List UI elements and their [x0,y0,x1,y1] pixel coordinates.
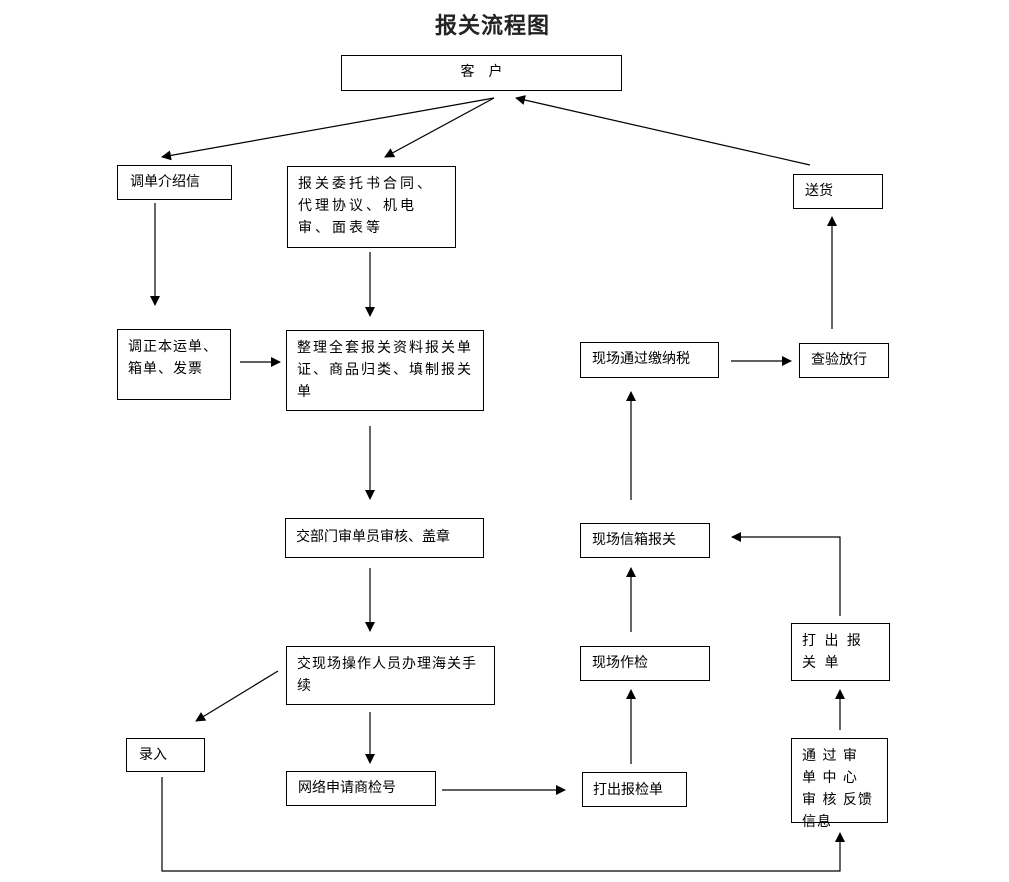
node-field-box-declare-label: 现场信箱报关 [592,532,676,548]
node-entrust-docs-label: 报关委托书合同、代理协议、机电审、面表等 [298,176,434,236]
arrow-field-op-to-entry [195,670,279,722]
node-correct-docs-label: 调正本运单、箱单、发票 [128,339,218,377]
node-entry-label: 录入 [139,747,167,763]
arrow-entry-to-feedback [161,777,845,872]
node-dept-review: 交部门审单员审核、盖章 [285,518,484,558]
arrow-customer-to-transfer-letter [161,97,495,161]
node-print-declaration: 打 出 报 关 单 [791,623,890,681]
arrow-delivery-to-customer [515,95,811,166]
node-print-inspection-label: 打出报检单 [593,782,663,798]
node-transfer-letter-label: 调单介绍信 [130,174,200,190]
node-organize-docs: 整理全套报关资料报关单证、商品归类、填制报关单 [286,330,484,411]
node-field-tax-label: 现场通过缴纳税 [592,351,690,367]
node-entry: 录入 [126,738,205,772]
node-inspect-release: 查验放行 [799,343,889,378]
node-customer: 客 户 [341,55,622,91]
node-online-apply-label: 网络申请商检号 [298,780,396,796]
node-review-feedback-label: 通 过 审 单 中 心 审 核 反馈信息 [802,748,873,830]
arrow-print-declaration-to-box-declare [731,532,841,616]
node-correct-docs: 调正本运单、箱单、发票 [117,329,231,400]
node-inspect-release-label: 查验放行 [811,352,867,368]
node-print-declaration-label: 打 出 报 关 单 [802,633,863,671]
node-print-inspection: 打出报检单 [582,772,687,807]
node-delivery: 送货 [793,174,883,209]
node-review-feedback: 通 过 审 单 中 心 审 核 反馈信息 [791,738,888,830]
node-transfer-letter: 调单介绍信 [117,165,232,200]
node-entrust-docs: 报关委托书合同、代理协议、机电审、面表等 [287,166,456,248]
node-customer-label: 客 户 [460,64,503,80]
node-delivery-label: 送货 [805,183,833,199]
node-organize-docs-label: 整理全套报关资料报关单证、商品归类、填制报关单 [297,340,473,400]
node-field-tax: 现场通过缴纳税 [580,342,719,378]
node-online-apply: 网络申请商检号 [286,771,436,806]
node-field-inspection-label: 现场作检 [592,655,648,671]
node-field-operation-label: 交现场操作人员办理海关手续 [297,656,477,694]
diagram-title: 报关流程图 [434,14,550,39]
node-field-inspection: 现场作检 [580,646,710,681]
node-field-box-declare: 现场信箱报关 [580,523,710,558]
node-dept-review-label: 交部门审单员审核、盖章 [296,529,450,545]
node-field-operation: 交现场操作人员办理海关手续 [286,646,495,705]
arrow-customer-to-entrust-docs [384,97,495,158]
